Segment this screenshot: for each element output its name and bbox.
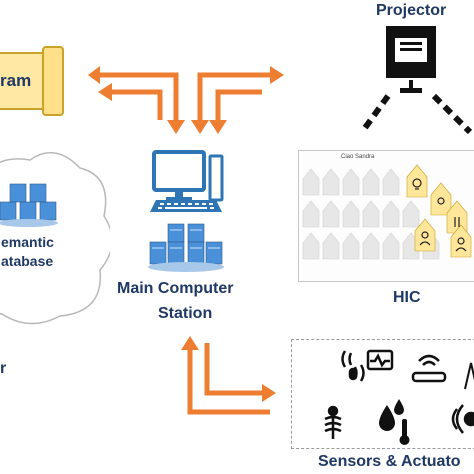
semantic-db-label-line2: atabase: [1, 253, 54, 269]
program-block: [0, 52, 48, 110]
left-partial-label: r: [0, 360, 7, 377]
hic-label: HIC: [393, 289, 421, 306]
arrow-program-to-station: [100, 72, 179, 120]
arrowhead: [88, 66, 100, 84]
activity-monitor-icon: [366, 349, 394, 371]
arrowhead: [270, 66, 284, 84]
lightbulb-icon: [412, 178, 422, 188]
sensors-icons: [324, 349, 474, 445]
arrowhead: [181, 336, 199, 350]
microphone-sensor-icon: [341, 350, 365, 382]
hic-panel: Ciao Sandra: [298, 150, 474, 282]
arrowhead: [262, 384, 276, 402]
projector-icon: [360, 26, 473, 135]
rotating-actuator-icon: [324, 405, 342, 439]
keyboard-icon: [150, 200, 222, 212]
semantic-db-label-line1: emantic: [1, 234, 54, 250]
humidity-temperature-icon: [379, 399, 410, 445]
program-block-cap: [42, 46, 64, 116]
sensors-box: [291, 339, 474, 449]
proximity-icon: [451, 404, 474, 434]
cloud-icon: [0, 151, 110, 325]
hic-active-tile: [406, 164, 428, 198]
arrow-station-to-projector: [197, 72, 270, 120]
hic-house-grid: [302, 164, 472, 260]
motion-sensor-icon: [464, 362, 474, 390]
arrowhead: [191, 120, 209, 134]
sensors-label: Sensors & Actuato: [318, 453, 461, 470]
server-cluster-icon: [0, 183, 58, 227]
hic-active-tile: [446, 200, 468, 234]
main-station-label-line1: Main Computer: [117, 280, 234, 297]
projector-label: Projector: [376, 2, 447, 19]
person-icon: [457, 237, 465, 245]
wifi-router-icon: [411, 354, 447, 383]
arrowhead: [209, 120, 227, 134]
sun-icon: [437, 197, 445, 205]
main-station-label-line2: Station: [158, 305, 213, 322]
program-label: ram: [0, 71, 32, 90]
hic-active-tile: [414, 218, 436, 252]
arrowhead: [167, 120, 185, 134]
hic-active-tile: [430, 182, 452, 216]
person-icon: [421, 231, 429, 239]
server-cluster-icon: [148, 223, 224, 272]
arrow-projector-to-station: [215, 89, 262, 120]
hic-user-greeting: Ciao Sandra: [341, 154, 375, 160]
arrow-station-to-program: [112, 89, 163, 120]
arrowhead: [98, 83, 112, 101]
arrow-station-to-sensors: [204, 343, 262, 396]
arrow-sensors-to-station: [187, 350, 270, 415]
